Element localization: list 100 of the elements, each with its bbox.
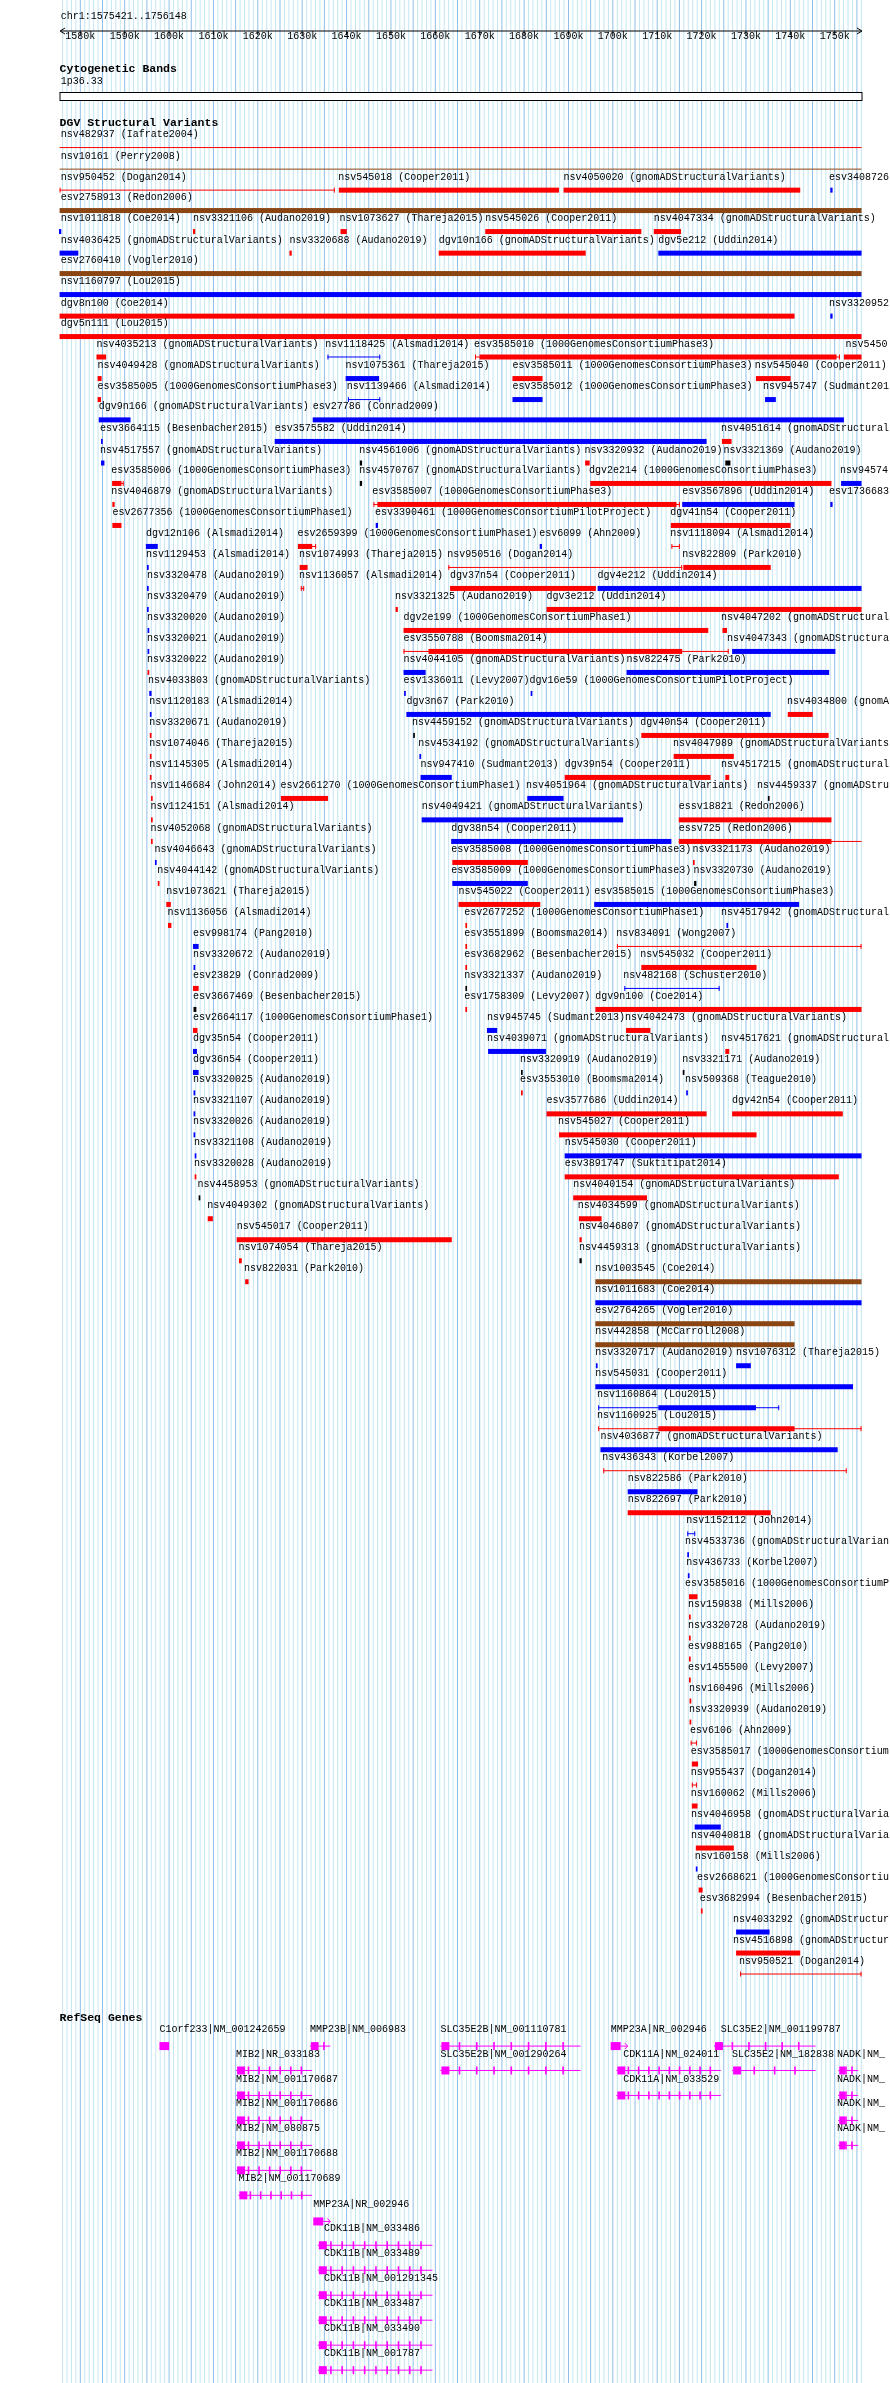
variant-label: nsv1160864 (Lou2015) bbox=[597, 1389, 718, 1401]
variant-label: nsv1136057 (Alsmadi2014) bbox=[299, 569, 444, 581]
variant-label: nsv4047202 (gnomADStructural bbox=[721, 611, 890, 623]
variant-label: nsv4036877 (gnomADStructuralVariants) bbox=[600, 1431, 823, 1443]
variant-label: dgv9n166 (gnomADStructuralVariants) bbox=[98, 401, 309, 413]
variant-label: esv3585005 (1000GenomesConsortiumPhase3) bbox=[97, 381, 338, 393]
variant-label: nsv160062 (Mills2006) bbox=[690, 1787, 817, 1799]
gene-label: SLC35E2B|NM_001110781 bbox=[440, 2024, 567, 2036]
variant-label: nsv1129453 (Alsmadi2014) bbox=[145, 548, 290, 560]
variant-label: esv3585016 (1000GenomesConsortiumP bbox=[685, 1578, 890, 1590]
variant-label: nsv1074046 (Thareja2015) bbox=[149, 737, 294, 749]
variant-label: nsv3320688 (Audano2019) bbox=[289, 234, 428, 246]
variant-label: dgv9n100 (Coe2014) bbox=[595, 990, 704, 1002]
track-title: Cytogenetic Bands bbox=[59, 62, 177, 76]
variant-label: dgv12n106 (Alsmadi2014) bbox=[145, 527, 284, 539]
variant-label: nsv5450 bbox=[845, 338, 888, 350]
variant-label: nsv4049421 (gnomADStructuralVariants) bbox=[421, 801, 644, 813]
variant-label: dgv8n100 (Coe2014) bbox=[60, 297, 169, 309]
variant-label: dgv39n54 (Cooper2011) bbox=[564, 758, 691, 770]
variant-label: esv27786 (Conrad2009) bbox=[312, 401, 439, 413]
variant-label: nsv545027 (Cooper2011) bbox=[557, 1116, 690, 1128]
variant-label: dgv37n54 (Cooper2011) bbox=[450, 569, 577, 581]
tick-label: 1740k bbox=[775, 30, 806, 42]
variant-label: esv3585009 (1000GenomesConsortiumPhase3) bbox=[451, 864, 692, 876]
variant-label: dgv42n54 (Cooper2011) bbox=[732, 1095, 859, 1107]
variant-label: esv3585007 (1000GenomesConsortiumPhase3) bbox=[372, 485, 613, 497]
variant-label: nsv4049428 (gnomADStructuralVariants) bbox=[97, 360, 320, 372]
variant-label: esv3664115 (Besenbacher2015) bbox=[99, 422, 268, 434]
gene-label: MMP23B|NM_006983 bbox=[309, 2024, 406, 2036]
variant-label: nsv1074993 (Thareja2015) bbox=[299, 548, 444, 560]
tick-label: 1620k bbox=[242, 30, 273, 42]
gene-label: MMP23A|NR_002946 bbox=[610, 2024, 707, 2036]
track-title: RefSeq Genes bbox=[59, 2011, 143, 2025]
tick-label: 1690k bbox=[553, 30, 584, 42]
variant-label: nsv4050020 (gnomADStructuralVariants) bbox=[563, 171, 786, 183]
variant-label: nsv4034599 (gnomADStructuralVariants) bbox=[577, 1200, 800, 1212]
gene-label: C1orf233|NM_001242659 bbox=[159, 2024, 286, 2036]
variant-label: nsv1003545 (Coe2014) bbox=[595, 1263, 716, 1275]
variant-label: esv2668621 (1000GenomesConsortiu bbox=[697, 1871, 890, 1883]
variant-label: nsv3320020 (Audano2019) bbox=[147, 611, 286, 623]
variant-label: nsv3320671 (Audano2019) bbox=[149, 716, 288, 728]
variant-label: nsv3321337 (Audano2019) bbox=[464, 969, 603, 981]
variant-label: nsv482168 (Schuster2010) bbox=[623, 969, 768, 981]
variant-label: esv3585015 (1000GenomesConsortiumPhase3) bbox=[594, 885, 835, 897]
variant-label: nsv1011683 (Coe2014) bbox=[595, 1284, 716, 1296]
variant-label: dgv10n166 (gnomADStructuralVariants) bbox=[438, 234, 655, 246]
variant-label: esv3575582 (Uddin2014) bbox=[274, 422, 407, 434]
tick-label: 1600k bbox=[154, 30, 185, 42]
variant-label: esv6106 (Ahn2009) bbox=[690, 1724, 793, 1736]
variant-label: nsv1011818 (Coe2014) bbox=[60, 213, 181, 225]
variant-label: nsv1118425 (Alsmadi2014) bbox=[325, 338, 470, 350]
variant-label: esv3585008 (1000GenomesConsortiumPhase3) bbox=[451, 843, 692, 855]
tick-label: 1700k bbox=[597, 30, 628, 42]
variant-label: nsv4517557 (gnomADStructuralVariants) bbox=[99, 444, 322, 456]
gene-label: CDK11B|NM_001787 bbox=[324, 2348, 421, 2360]
variant-label: nsv4047343 (gnomADStructura bbox=[727, 632, 890, 644]
variant-label: dgv3e212 (Uddin2014) bbox=[546, 590, 667, 602]
variant-label: nsv4042473 (gnomADStructuralVariants) bbox=[624, 1011, 847, 1023]
variant-label: esv1336011 (Levy2007) bbox=[403, 674, 530, 686]
gene-label: CDK11A|NM_033529 bbox=[623, 2073, 720, 2085]
variant-label: dgv5e212 (Uddin2014) bbox=[658, 234, 779, 246]
variant-label: nsv3320026 (Audano2019) bbox=[193, 1116, 332, 1128]
variant-label: nsv945745 (Sudmant2013) bbox=[486, 1011, 625, 1023]
variant-label: esv3553010 (Boomsma2014) bbox=[519, 1074, 664, 1086]
variant-label: nsv4458953 (gnomADStructuralVariants) bbox=[197, 1179, 420, 1191]
variant-label: nsv4051964 (gnomADStructuralVariants) bbox=[526, 779, 749, 791]
variant-label: dgv16e59 (1000GenomesConsortiumPilotProject) bbox=[529, 674, 794, 686]
tick-label: 1610k bbox=[198, 30, 229, 42]
variant-label: nsv834091 (Wong2007) bbox=[616, 927, 737, 939]
variant-label: nsv4459152 (gnomADStructuralVariants) bbox=[412, 716, 635, 728]
variant-label: esv1455500 (Levy2007) bbox=[687, 1661, 814, 1673]
variant-label: nsv482937 (Iafrate2004) bbox=[60, 129, 199, 141]
variant-label: nsv3320022 (Audano2019) bbox=[147, 653, 286, 665]
gene-label: CDK11B|NM_033487 bbox=[324, 2298, 421, 2310]
variant-label: nsv545031 (Cooper2011) bbox=[595, 1368, 728, 1380]
variant-label: nsv4051614 (gnomADStructural bbox=[721, 422, 890, 434]
tick-label: 1640k bbox=[331, 30, 362, 42]
variant-label: nsv4040154 (gnomADStructuralVariants) bbox=[573, 1179, 796, 1191]
band-label: 1p36.33 bbox=[60, 76, 103, 88]
variant-label: nsv545026 (Cooper2011) bbox=[485, 213, 618, 225]
gene-label: MIB2|NM_080875 bbox=[236, 2123, 321, 2135]
variant-label: esv3667469 (Besenbacher2015) bbox=[193, 990, 362, 1002]
variant-label: nsv1118094 (Alsmadi2014) bbox=[670, 527, 815, 539]
variant-label: nsv4561006 (gnomADStructuralVariants) bbox=[359, 444, 582, 456]
gene-label: CDK11B|NM_001291345 bbox=[324, 2273, 439, 2285]
gene-label: CDK11B|NM_033489 bbox=[324, 2248, 421, 2260]
variant-label: esv3585017 (1000GenomesConsortium bbox=[690, 1745, 889, 1757]
variant-label: nsv159838 (Mills2006) bbox=[687, 1598, 814, 1610]
variant-label: dgv38n54 (Cooper2011) bbox=[451, 822, 578, 834]
variant-label: nsv1160797 (Lou2015) bbox=[60, 276, 181, 288]
variant-label: nsv1152112 (John2014) bbox=[686, 1515, 813, 1527]
variant-label: esv2661270 (1000GenomesConsortiumPhase1) bbox=[280, 779, 521, 791]
variant-label: nsv3320021 (Audano2019) bbox=[147, 632, 286, 644]
variant-label: nsv3321171 (Audano2019) bbox=[682, 1053, 821, 1065]
variant-label: nsv545032 (Cooper2011) bbox=[640, 948, 773, 960]
variant-label: esv3567896 (Uddin2014) bbox=[682, 485, 815, 497]
variant-label: nsv94574 bbox=[840, 464, 888, 476]
variant-label: nsv950452 (Dogan2014) bbox=[60, 171, 187, 183]
variant-label: nsv822697 (Park2010) bbox=[627, 1494, 748, 1506]
gene-label: SLC35E2|NM_001199787 bbox=[720, 2024, 841, 2036]
